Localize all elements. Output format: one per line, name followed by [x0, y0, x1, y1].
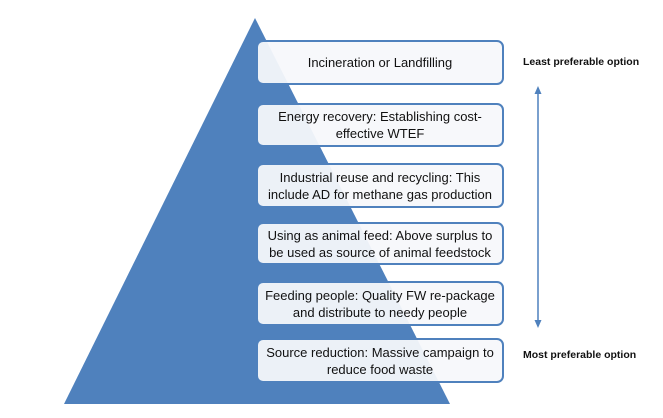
level-text: Source reduction: Massive campaign to re…: [266, 344, 494, 377]
arrow-down-icon: [534, 320, 542, 328]
most-preferable-label: Most preferable option: [523, 349, 637, 361]
arrow-up-icon: [534, 86, 542, 94]
level-text: Using as animal feed: Above surplus to b…: [267, 227, 493, 260]
preference-arrow: [534, 86, 542, 328]
level-text: Feeding people: Quality FW re-package an…: [265, 287, 495, 320]
level-incineration-landfilling: Incineration or Landfilling: [256, 40, 504, 85]
level-source-reduction: Source reduction: Massive campaign to re…: [256, 338, 504, 383]
level-animal-feed: Using as animal feed: Above surplus to b…: [256, 222, 504, 265]
level-energy-recovery: Energy recovery: Establishing cost-effec…: [256, 103, 504, 147]
level-text: Incineration or Landfilling: [307, 55, 453, 70]
level-text: Industrial reuse and recycling: This inc…: [267, 169, 493, 202]
level-industrial-reuse: Industrial reuse and recycling: This inc…: [256, 163, 504, 208]
least-preferable-label: Least preferable option: [523, 56, 640, 68]
level-text: Energy recovery: Establishing cost-effec…: [278, 109, 482, 141]
level-feeding-people: Feeding people: Quality FW re-package an…: [256, 281, 504, 326]
